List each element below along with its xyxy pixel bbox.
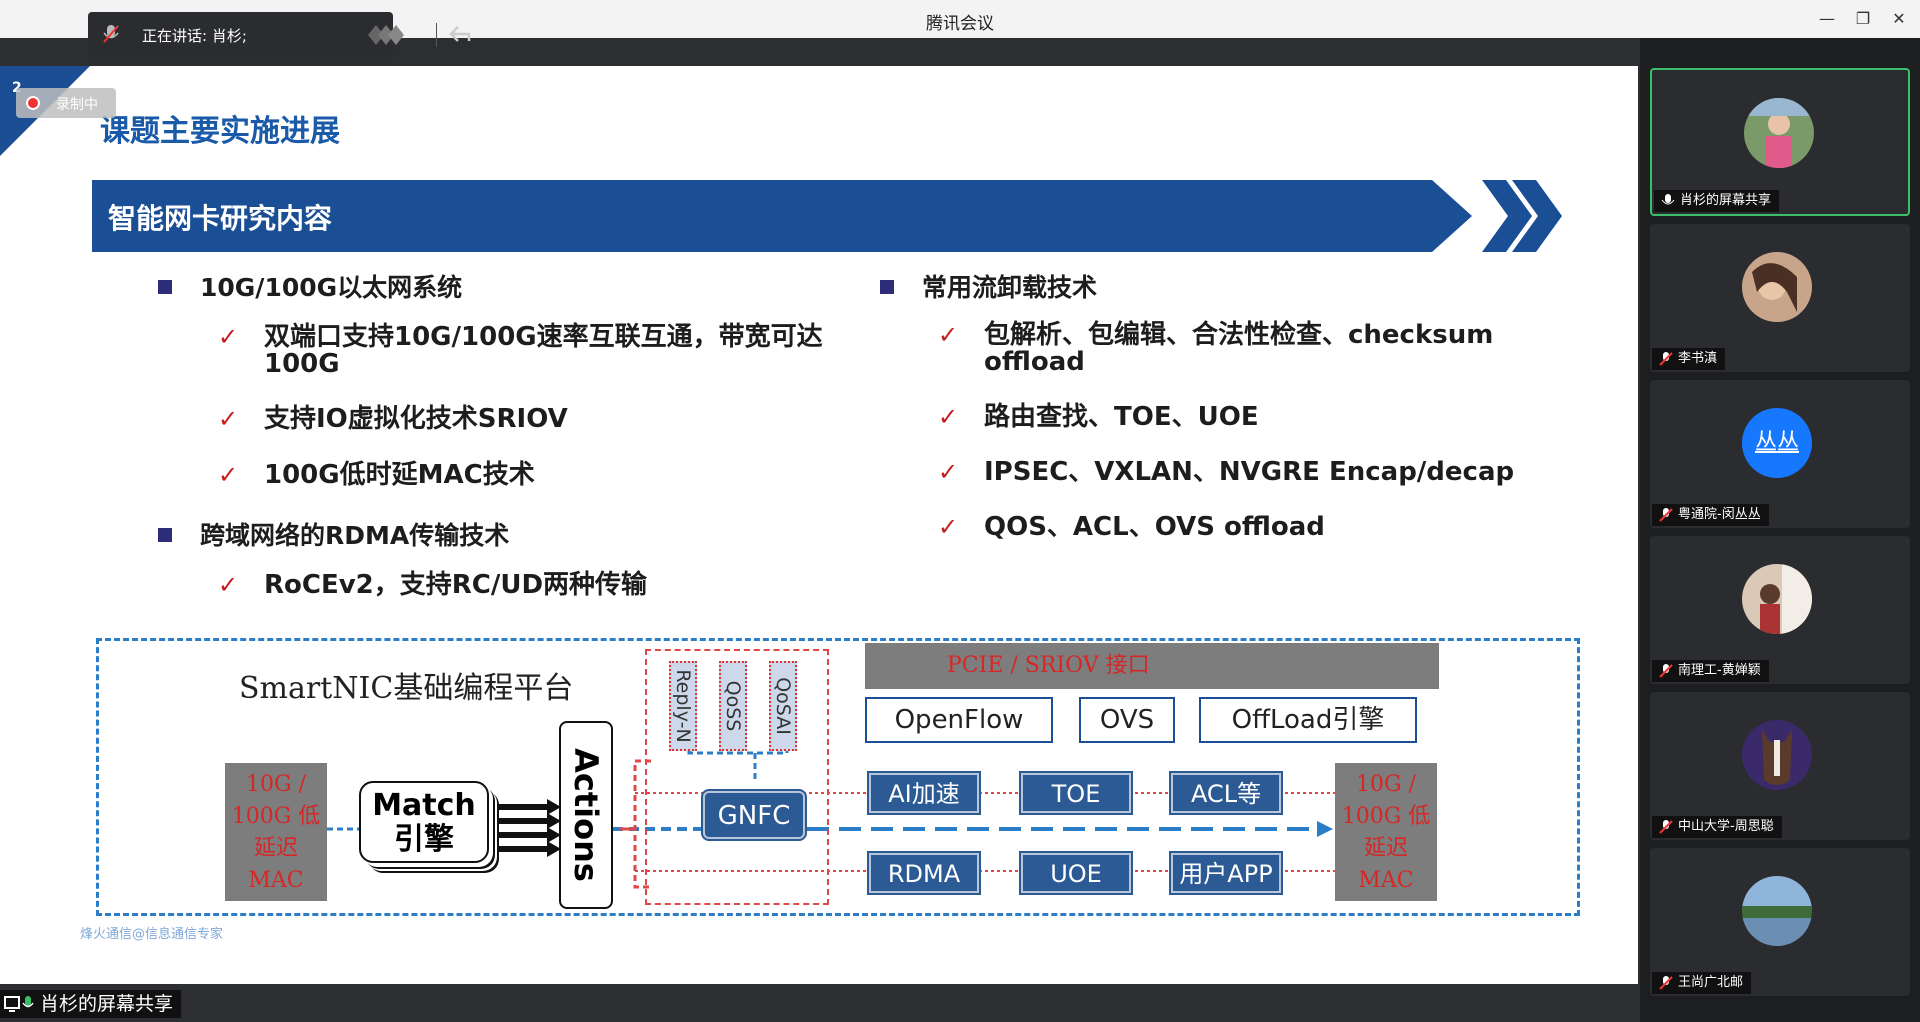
tag-qosai: QoSAI [769,661,797,751]
shared-screen-stage: 2 录制中 课题主要实施进展 智能网卡研究内容 10G/100G以太网系统 ✓双… [0,38,1640,986]
tag-qoss: QoSS [719,661,747,751]
avatar [1742,252,1812,322]
ovs-box: OVS [1079,697,1175,743]
participant-tile[interactable]: 李书滇 [1650,224,1910,372]
check-icon: ✓ [218,461,239,489]
avatar [1742,876,1812,946]
mic-muted-icon [1659,508,1673,522]
check-item: ✓路由查找、TOE、UOE [938,402,1259,432]
check-icon: ✓ [938,321,959,349]
mic-muted-icon [1659,976,1673,990]
window-title: 腾讯会议 [926,14,994,34]
mic-muted-icon [1659,820,1673,834]
mic-icon [1661,194,1675,205]
participant-sidebar: 肖杉的屏幕共享 李书滇 丛丛 粤通院-闵丛丛 南理工-黄婵颖 [1640,38,1920,1022]
participant-name-tag: 王尚广北邮 [1652,972,1752,994]
mac-left-box: 10G / 100G 低延迟 MAC [225,763,327,901]
check-item: ✓双端口支持10G/100G速率互联互通，带宽可达 100G [218,322,823,379]
openflow-box: OpenFlow [865,697,1053,743]
mic-muted-icon [1659,664,1673,678]
diagram-title: SmartNIC基础编程平台 [239,671,574,706]
participant-tile[interactable]: 南理工-黄婵颖 [1650,536,1910,684]
section-banner: 智能网卡研究内容 [92,180,1562,252]
screen-share-label: 肖杉的屏幕共享 [40,993,174,1015]
check-icon: ✓ [938,513,959,541]
check-item: ✓包解析、包编辑、合法性检查、checksum offload [938,320,1494,377]
screen-share-icon [4,996,34,1012]
participant-name-tag: 南理工-黄婵颖 [1652,660,1769,682]
gnfc-box: GNFC [703,791,805,839]
uoe-box: UOE [1021,853,1131,893]
arrow-right-icon [497,799,561,857]
ai-accel-box: AI加速 [869,773,979,813]
bullet-heading: 10G/100G以太网系统 [158,268,462,304]
participant-name-tag: 粤通院-闵丛丛 [1652,504,1769,526]
user-app-box: 用户APP [1171,853,1281,893]
participant-name-tag: 肖杉的屏幕共享 [1654,190,1780,212]
bottom-bar: 肖杉的屏幕共享 [0,984,1640,1022]
return-icon[interactable] [448,23,472,45]
bullet-heading: 常用流卸载技术 [880,268,1097,304]
divider [436,23,437,47]
avatar [1742,564,1812,634]
check-icon: ✓ [218,571,239,599]
recording-badge[interactable]: 录制中 [16,88,116,118]
slide: 2 录制中 课题主要实施进展 智能网卡研究内容 10G/100G以太网系统 ✓双… [0,66,1638,986]
check-item: ✓IPSEC、VXLAN、NVGRE Encap/decap [938,457,1515,487]
record-dot-icon [26,96,40,110]
check-item: ✓QOS、ACL、OVS offload [938,512,1325,542]
banner-text: 智能网卡研究内容 [108,202,333,235]
square-bullet-icon [158,280,172,294]
tag-group-outline [645,649,829,905]
participant-name-tag: 中山大学-周思聪 [1652,816,1782,838]
acl-box: ACL等 [1171,773,1281,813]
avatar [1744,98,1814,168]
mic-muted-icon [1659,352,1673,366]
minimize-icon[interactable]: — [1819,9,1835,28]
smartnic-diagram: SmartNIC基础编程平台 10G / 100G 低延迟 MAC 10G / … [96,638,1580,916]
avatar [1742,720,1812,790]
restore-icon[interactable]: ❐ [1855,9,1871,28]
watermark: 烽火通信@信息通信专家 [80,927,224,942]
pcie-sriov-bar: PCIE / SRIOV 接口 [865,643,1439,689]
mic-muted-icon [103,25,119,43]
square-bullet-icon [158,528,172,542]
toe-box: TOE [1021,773,1131,813]
banner-bar [92,180,1472,252]
check-icon: ✓ [218,323,239,351]
participant-name-tag: 李书滇 [1652,348,1726,370]
recording-label: 录制中 [56,97,98,113]
avatar: 丛丛 [1742,408,1812,478]
mac-right-box: 10G / 100G 低延迟 MAC [1335,763,1437,901]
screen-share-tag: 肖杉的屏幕共享 [0,990,182,1018]
square-bullet-icon [880,280,894,294]
speaking-indicator: 正在讲话: 肖杉; [88,12,471,57]
speaking-label: 正在讲话: 肖杉; [142,27,247,45]
check-item: ✓支持IO虚拟化技术SRIOV [218,404,568,434]
bullet-heading: 跨域网络的RDMA传输技术 [158,516,509,552]
participant-tile[interactable]: 肖杉的屏幕共享 [1650,68,1910,216]
rdma-box: RDMA [869,853,979,893]
participant-tile[interactable]: 王尚广北邮 [1650,848,1910,996]
offload-engine-box: OffLoad引擎 [1199,697,1417,743]
avatar-stack-icon [368,25,404,45]
close-icon[interactable]: ✕ [1892,9,1906,28]
participant-tile[interactable]: 丛丛 粤通院-闵丛丛 [1650,380,1910,528]
check-icon: ✓ [218,405,239,433]
participant-tile[interactable]: 中山大学-周思聪 [1650,692,1910,840]
check-item: ✓100G低时延MAC技术 [218,460,535,490]
slide-title: 课题主要实施进展 [100,114,340,149]
match-engine-box: Match 引擎 [359,781,489,863]
tag-reply-n: Reply-N [669,661,697,751]
check-item: ✓RoCEv2，支持RC/UD两种传输 [218,570,648,600]
actions-box: Actions [559,721,613,909]
check-icon: ✓ [938,403,959,431]
check-icon: ✓ [938,458,959,486]
